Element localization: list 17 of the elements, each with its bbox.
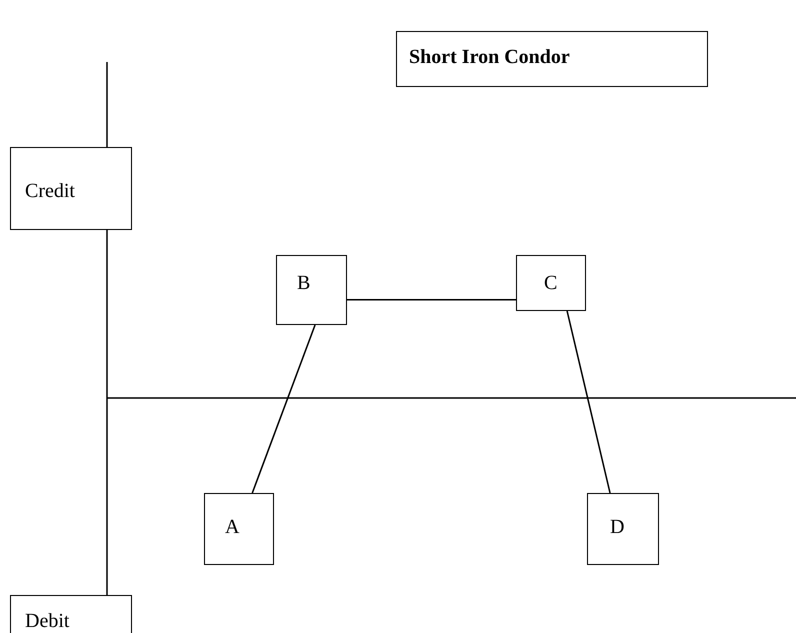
connector-line [252, 324, 316, 494]
connector-line [566, 310, 611, 494]
box-label: D [610, 516, 624, 539]
box-label: Debit [25, 610, 70, 633]
box-label: C [544, 272, 558, 295]
box-label: Credit [25, 180, 75, 203]
label-box [587, 493, 659, 565]
title-box [396, 31, 708, 87]
title-text: Short Iron Condor [409, 46, 570, 69]
connector-line [347, 299, 516, 301]
label-box [516, 255, 586, 311]
box-label: B [297, 272, 310, 295]
label-box [276, 255, 347, 325]
label-box [10, 595, 132, 633]
label-box [204, 493, 274, 565]
label-box [10, 147, 132, 230]
box-label: A [225, 516, 240, 539]
